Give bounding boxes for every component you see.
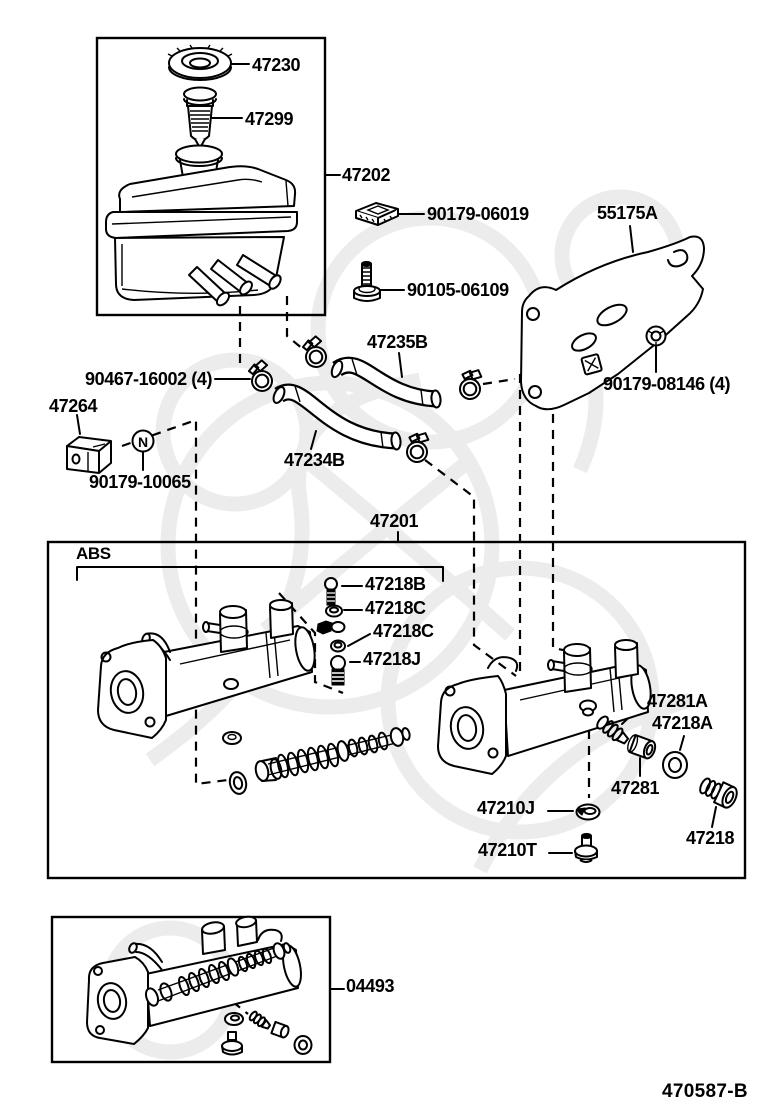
piston-stopper-47281 <box>627 734 657 760</box>
part-label-47210t: 47210T <box>478 840 537 860</box>
gasket-47210j <box>575 803 601 821</box>
reservoir-outlet-tubes <box>188 254 282 307</box>
part-label-90179-10065: 90179-10065 <box>89 472 191 492</box>
abs-section-bracket <box>76 566 444 582</box>
part-label-04493: 04493 <box>346 976 395 996</box>
part-label-47218a: 47218A <box>652 713 713 733</box>
part-label-47218c-1: 47218C <box>365 598 426 618</box>
master-cylinder-abs <box>97 599 316 745</box>
part-label-47202: 47202 <box>342 165 391 185</box>
part-label-47281a: 47281A <box>647 691 708 711</box>
piston-assembly <box>228 727 411 795</box>
part-label-47201: 47201 <box>370 511 419 531</box>
part-label-90179-08146: 90179-08146 (4) <box>603 374 731 394</box>
part-label-47299: 47299 <box>245 109 294 129</box>
mounting-bolt <box>353 261 381 302</box>
bracket-55175a <box>520 235 705 411</box>
n-marking-letter: N <box>138 434 148 450</box>
master-cylinder-standard <box>437 639 652 775</box>
part-label-47264: 47264 <box>49 396 98 416</box>
hose-47235b <box>330 356 442 409</box>
part-label-90467-16002: 90467-16002 (4) <box>85 369 213 389</box>
bracket-nut <box>645 325 667 347</box>
part-label-47234b: 47234B <box>284 450 345 470</box>
part-label-47210j: 47210J <box>477 798 535 818</box>
repair-kit-piston <box>144 942 292 1007</box>
abs-note: ABS <box>76 544 111 563</box>
drawing-number: 470587-B <box>662 1081 748 1102</box>
part-label-90105-06109: 90105-06109 <box>407 280 509 300</box>
part-label-47281: 47281 <box>611 778 660 798</box>
part-label-47218: 47218 <box>686 828 735 848</box>
union-j-head <box>330 655 346 671</box>
reservoir-box <box>95 36 327 317</box>
part-label-47218j: 47218J <box>363 649 421 669</box>
hose-clamps <box>247 335 483 463</box>
bleeder-plug-47210t <box>574 833 598 863</box>
part-label-47230: 47230 <box>252 55 301 75</box>
repair-kit-cylinder <box>86 915 313 1056</box>
part-label-47235b: 47235B <box>367 332 428 352</box>
grommet <box>355 202 399 226</box>
stopper-screw-47281a <box>596 715 630 745</box>
part-label-47218c-2: 47218C <box>373 621 434 641</box>
part-label-90179-06019: 90179-06019 <box>427 204 529 224</box>
clamp-bracket-47264 <box>66 436 112 474</box>
n-marking: N <box>131 429 155 453</box>
repair-kit-small-parts <box>221 1010 313 1056</box>
reservoir-cap <box>167 44 233 81</box>
part-label-47218b: 47218B <box>365 574 426 594</box>
master-cylinder-box <box>46 540 747 880</box>
part-label-55175a: 55175A <box>597 203 658 223</box>
union-fittings <box>316 577 346 686</box>
brake-fluid-reservoir <box>105 144 298 307</box>
gasket-47218a <box>662 751 688 779</box>
reservoir-strainer <box>183 86 217 149</box>
hose-47234b <box>272 383 402 451</box>
union-bolt-head <box>324 577 338 591</box>
outlet-plug-47218 <box>699 777 738 809</box>
